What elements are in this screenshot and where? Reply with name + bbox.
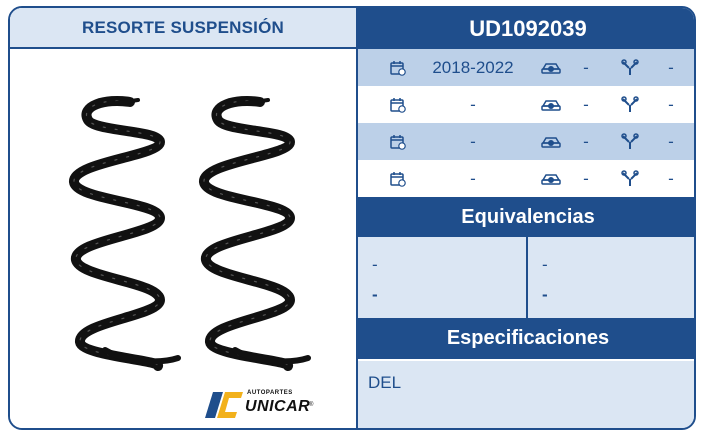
- calendar-icon: [390, 97, 406, 113]
- application-row: - - -: [358, 160, 694, 197]
- engine-icon: [620, 95, 640, 114]
- application-engine: -: [668, 131, 674, 151]
- especificaciones-header: Especificaciones: [358, 318, 694, 359]
- car-icon: [541, 134, 561, 150]
- application-engine: -: [668, 168, 674, 188]
- equivalencias-header: Equivalencias: [358, 197, 694, 238]
- calendar-icon: [390, 171, 406, 187]
- brand-tagline: AUTOPARTES: [247, 390, 293, 396]
- equivalencia-left: -: [372, 255, 378, 274]
- application-row: - - -: [358, 86, 694, 123]
- springs-image: [69, 96, 311, 371]
- engine-icon: [620, 132, 640, 151]
- unicar-logo-mark: [205, 392, 243, 418]
- application-vehicle: -: [583, 94, 589, 114]
- car-icon: [541, 97, 561, 113]
- product-card: RESORTE SUSPENSIÓN AUTOPARTES UNICA: [8, 6, 696, 430]
- application-years: 2018-2022: [432, 57, 514, 77]
- application-row: 2018-2022 - -: [358, 49, 694, 86]
- especificaciones-text: DEL: [368, 373, 402, 392]
- application-vehicle: -: [583, 131, 589, 151]
- calendar-icon: [390, 60, 406, 76]
- product-image-panel: RESORTE SUSPENSIÓN AUTOPARTES UNICA: [10, 8, 356, 428]
- application-vehicle: -: [583, 168, 589, 188]
- product-info-panel: UD1092039 2018-2022 - - - - - - - -: [358, 8, 694, 428]
- application-engine: -: [668, 57, 674, 77]
- application-years: -: [470, 94, 476, 114]
- calendar-icon: [390, 134, 406, 150]
- application-years: -: [470, 131, 476, 151]
- equivalencia-left: -: [372, 285, 378, 304]
- application-vehicle: -: [583, 57, 589, 77]
- engine-icon: [620, 58, 640, 77]
- engine-icon: [620, 169, 640, 188]
- equivalencia-right: -: [542, 255, 548, 274]
- equivalencias-divider: [526, 237, 528, 318]
- application-years: -: [470, 168, 476, 188]
- application-row: - - -: [358, 123, 694, 160]
- equivalencias-panel: - - - -: [358, 237, 694, 318]
- brand-registered-mark: ®: [309, 402, 314, 408]
- application-engine: -: [668, 94, 674, 114]
- car-icon: [541, 60, 561, 76]
- car-icon: [541, 171, 561, 187]
- especificaciones-panel: DEL: [358, 361, 694, 428]
- equivalencia-right: -: [542, 285, 548, 304]
- product-code: UD1092039: [358, 8, 694, 49]
- category-title: RESORTE SUSPENSIÓN: [10, 8, 356, 49]
- panel-divider: [356, 8, 358, 428]
- brand-name: UNICAR: [245, 398, 311, 415]
